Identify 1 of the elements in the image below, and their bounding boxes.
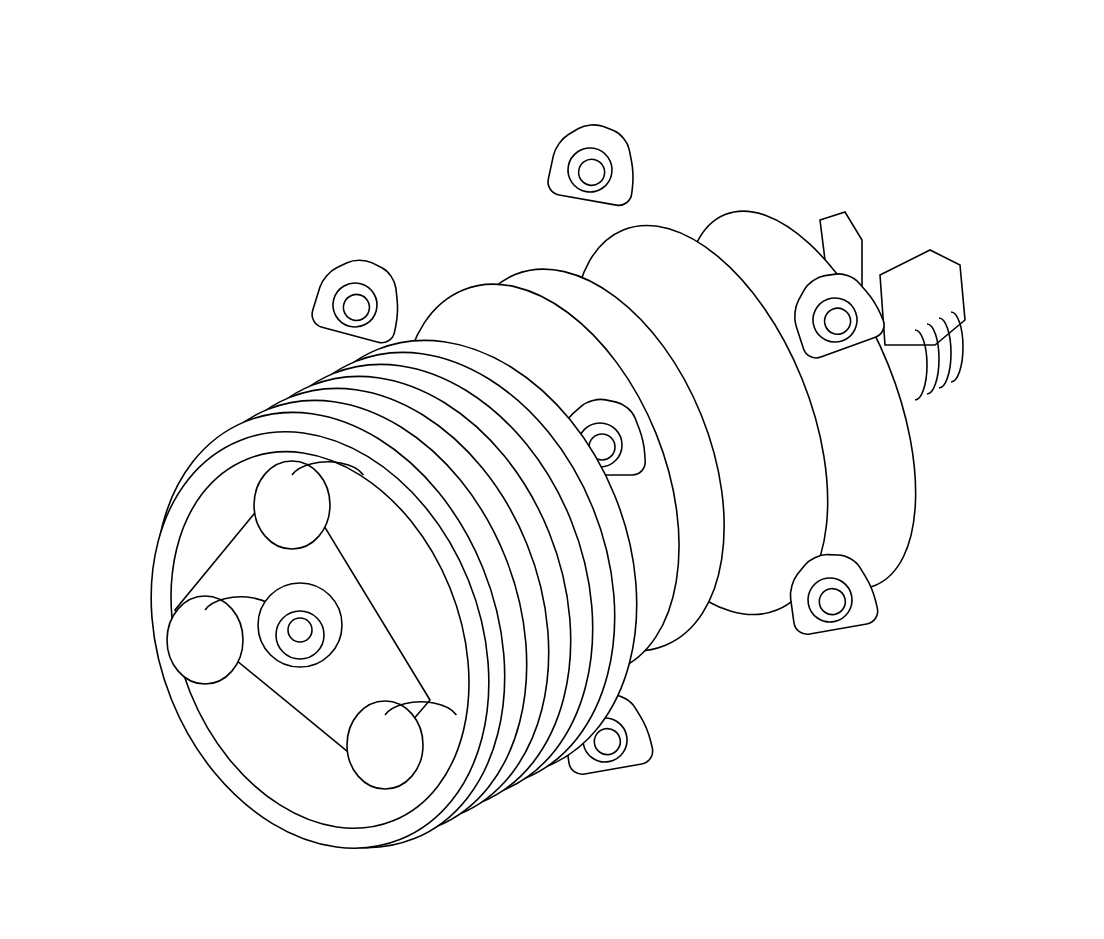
compressor-drawing	[150, 124, 966, 849]
